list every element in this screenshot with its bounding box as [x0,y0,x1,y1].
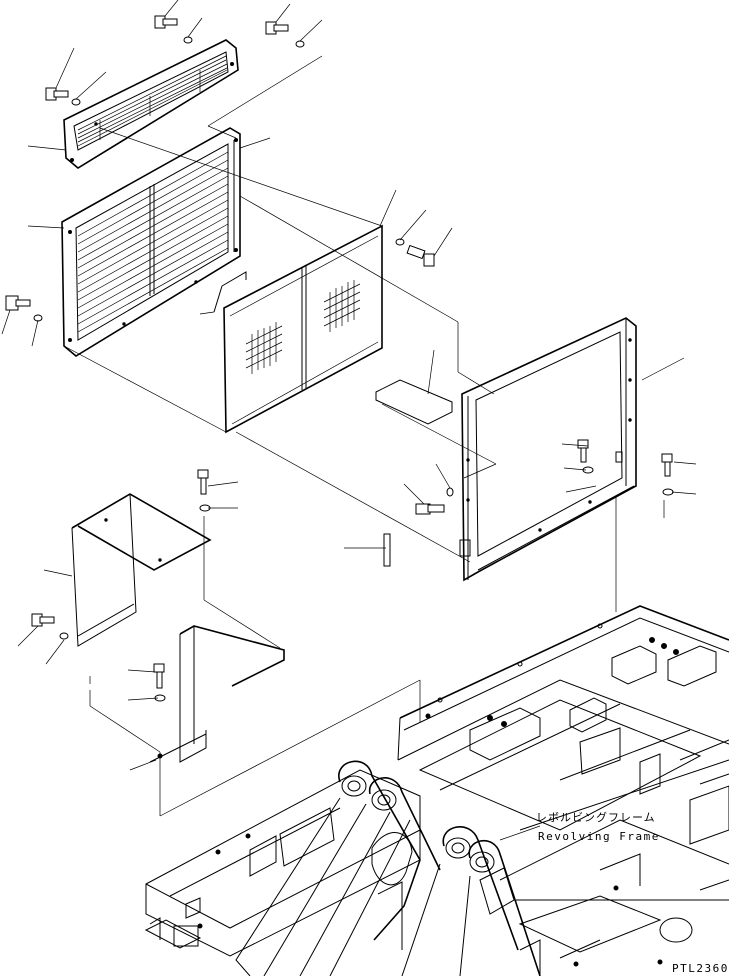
frame-label-en: Revolving Frame [538,830,660,843]
stay-bracket [149,625,285,763]
main-grille [61,127,241,357]
leader-lines [1,0,697,771]
pin [383,533,391,567]
support-frame [459,317,637,582]
drawing-code: PTL2360 [672,962,729,975]
bolts-and-washers [5,15,674,702]
alignment-lines [63,55,665,817]
mounting-plate [375,379,453,425]
l-cover [71,493,212,647]
small-bracket [213,271,247,313]
top-grille [63,39,239,169]
mesh-screen [223,224,383,434]
revolving-frame [144,605,729,976]
frame-label-jp: レボルビングフレーム [536,810,656,824]
